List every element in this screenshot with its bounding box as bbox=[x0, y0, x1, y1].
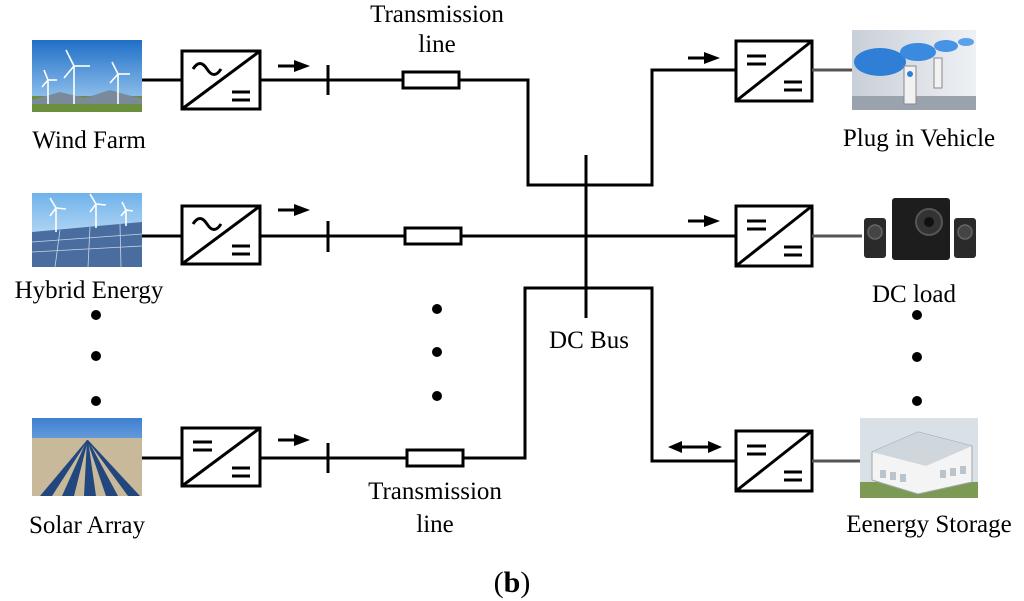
ac-wave-icon bbox=[191, 62, 223, 76]
continuation-dots-loads bbox=[912, 310, 922, 406]
dc-dc-converter bbox=[734, 429, 814, 493]
flow-arrow-icon bbox=[278, 204, 310, 216]
speaker-icon bbox=[864, 198, 976, 260]
wind-farm-label: Wind Farm bbox=[32, 127, 146, 154]
car-icon bbox=[854, 38, 974, 76]
dc-dc-converter bbox=[180, 426, 262, 488]
battery-icon bbox=[880, 466, 966, 482]
battery-storage-photo bbox=[860, 418, 978, 498]
dc-bus-label: DC Bus bbox=[549, 327, 629, 354]
transmission-line-resistor bbox=[405, 448, 465, 468]
hybrid-energy-feeder bbox=[142, 204, 736, 266]
transmission-line-resistor bbox=[403, 226, 463, 246]
transmission-line-label-top-2: line bbox=[418, 31, 456, 58]
charger-icon bbox=[903, 57, 943, 105]
transmission-line-resistor bbox=[401, 70, 461, 90]
ac-wave-icon bbox=[191, 217, 223, 231]
ac-dc-converter bbox=[180, 49, 262, 111]
flow-arrow-icon bbox=[688, 215, 720, 227]
turbine-icon bbox=[41, 49, 130, 104]
speaker-system-photo bbox=[864, 198, 976, 260]
solar-array-photo bbox=[32, 418, 142, 496]
dc-dc-converter bbox=[734, 204, 814, 268]
turbine-icon bbox=[49, 193, 134, 232]
ev-charging-photo bbox=[852, 30, 976, 110]
dc-load-label: DC load bbox=[872, 281, 957, 308]
continuation-dots-sources bbox=[91, 310, 101, 406]
energy-storage-label: Eenergy Storage bbox=[846, 511, 1011, 538]
wind-farm-feeder bbox=[142, 49, 586, 187]
figure-label: (b) bbox=[494, 566, 531, 599]
plug-in-vehicle-label: Plug in Vehicle bbox=[843, 125, 995, 152]
flow-arrow-icon bbox=[278, 60, 310, 72]
hybrid-energy-label: Hybrid Energy bbox=[15, 277, 164, 304]
flow-arrow-icon bbox=[278, 434, 310, 446]
continuation-dots-lines bbox=[432, 304, 442, 401]
dc-load-feeder bbox=[688, 204, 862, 268]
transmission-line-label-bottom-2: line bbox=[416, 511, 454, 538]
solar-array-feeder bbox=[142, 286, 586, 488]
energy-storage-feeder bbox=[586, 286, 860, 493]
solar-array-label: Solar Array bbox=[29, 512, 145, 539]
wind-farm-photo bbox=[32, 40, 142, 112]
transmission-line-label-top-1: Transmission bbox=[370, 1, 504, 28]
dc-dc-converter bbox=[734, 39, 814, 103]
plug-in-vehicle-feeder bbox=[586, 39, 852, 187]
bidirectional-arrow-icon bbox=[668, 441, 722, 453]
transmission-line-label-bottom-1: Transmission bbox=[368, 478, 502, 505]
flow-arrow-icon bbox=[688, 52, 720, 64]
hybrid-energy-photo bbox=[31, 193, 143, 268]
ac-dc-converter bbox=[180, 204, 262, 266]
